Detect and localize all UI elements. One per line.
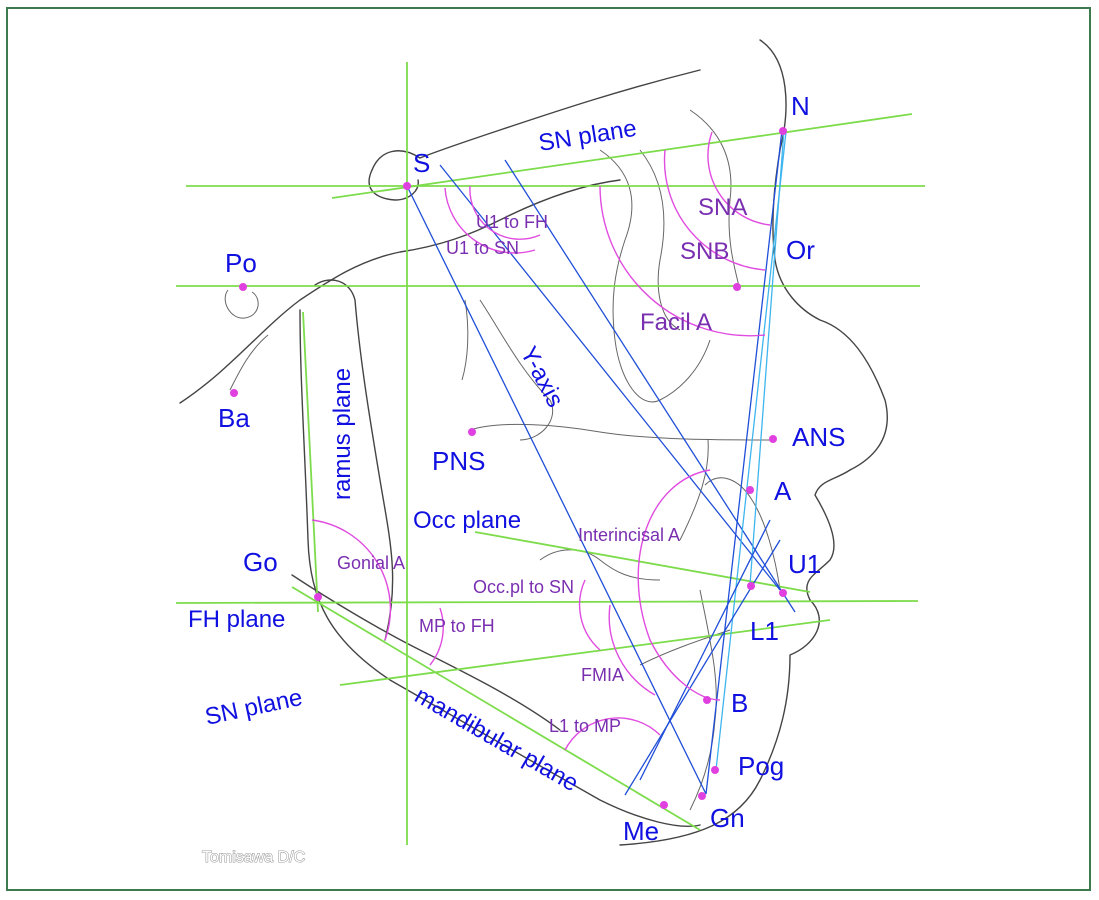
point-go bbox=[314, 593, 322, 601]
label-po: Po bbox=[225, 248, 257, 278]
mp-fh-arc bbox=[429, 607, 444, 666]
point-u1 bbox=[779, 589, 787, 597]
u1-fh-arc bbox=[444, 187, 536, 254]
sna-arc bbox=[707, 131, 771, 226]
point-pog bbox=[711, 766, 719, 774]
y-axis-line bbox=[406, 185, 707, 795]
ramus-plane-line bbox=[302, 311, 319, 613]
label-mp-to-fh: MP to FH bbox=[419, 616, 495, 636]
label-snb: SNB bbox=[680, 238, 729, 265]
mandibular-plane-line bbox=[291, 586, 701, 831]
label-a: A bbox=[774, 476, 792, 506]
snb-arc bbox=[663, 149, 766, 271]
label-occ-plane: Occ plane bbox=[413, 507, 521, 534]
credit-text: Tomisawa D/C bbox=[202, 849, 305, 866]
point-s bbox=[403, 182, 411, 190]
point-ans bbox=[769, 435, 777, 443]
u1-axis-line bbox=[504, 159, 796, 613]
sn-plane-top-line bbox=[331, 113, 913, 199]
label-l1-to-mp: L1 to MP bbox=[549, 716, 621, 736]
angle-labels: U1 to FH U1 to SN SNA SNB Facil A Interi… bbox=[337, 194, 747, 736]
measurement-lines bbox=[406, 129, 796, 796]
l1-incisor-line bbox=[639, 519, 771, 781]
fh-plane-line bbox=[175, 600, 919, 604]
point-pns bbox=[468, 428, 476, 436]
label-ba: Ba bbox=[218, 403, 250, 433]
label-fh-plane: FH plane bbox=[188, 606, 285, 633]
point-or bbox=[733, 283, 741, 291]
skull-outline bbox=[179, 39, 888, 846]
label-sn-plane-top: SN plane bbox=[537, 115, 639, 157]
label-sna: SNA bbox=[698, 194, 747, 221]
label-sn-plane-bottom: SN plane bbox=[203, 684, 305, 731]
sn-plane-bottom-line bbox=[339, 619, 831, 686]
gonial-arc bbox=[311, 519, 392, 641]
label-u1-to-sn: U1 to SN bbox=[446, 238, 519, 258]
label-go: Go bbox=[243, 547, 278, 577]
label-b: B bbox=[731, 688, 748, 718]
label-n: N bbox=[791, 91, 810, 121]
facial-line bbox=[705, 129, 783, 795]
reference-lines bbox=[175, 62, 925, 845]
point-po bbox=[239, 283, 247, 291]
label-gonial: Gonial A bbox=[337, 553, 405, 573]
label-mandibular-plane: mandibular plane bbox=[410, 682, 583, 797]
landmark-points bbox=[230, 127, 787, 809]
label-interincisal: Interincisal A bbox=[578, 525, 680, 545]
point-ba bbox=[230, 389, 238, 397]
facial-arc bbox=[599, 185, 766, 337]
point-l1 bbox=[747, 582, 755, 590]
label-pog: Pog bbox=[738, 751, 784, 781]
occ-sn-arc bbox=[578, 579, 601, 651]
u1-incisor-line bbox=[439, 164, 781, 591]
interincisal-arc bbox=[637, 469, 721, 701]
label-u1: U1 bbox=[788, 549, 821, 579]
point-gn bbox=[698, 792, 706, 800]
label-gn: Gn bbox=[710, 803, 745, 833]
point-n bbox=[779, 127, 787, 135]
label-ramus-plane: ramus plane bbox=[329, 368, 356, 500]
label-or: Or bbox=[786, 235, 815, 265]
label-me: Me bbox=[623, 816, 659, 846]
label-s: S bbox=[413, 148, 430, 178]
nb-line bbox=[715, 131, 787, 771]
label-ans: ANS bbox=[792, 422, 845, 452]
l1-axis-line bbox=[624, 539, 781, 796]
figure-frame bbox=[6, 7, 1091, 891]
point-a bbox=[746, 486, 754, 494]
label-y-axis: Y-axis bbox=[515, 342, 569, 412]
point-me bbox=[660, 801, 668, 809]
plane-labels: SN plane SN plane FH plane Occ plane ram… bbox=[188, 115, 638, 797]
point-b bbox=[703, 696, 711, 704]
l1-mp-arc bbox=[564, 717, 661, 751]
label-u1-to-fh: U1 to FH bbox=[476, 212, 548, 232]
label-pns: PNS bbox=[432, 446, 485, 476]
label-occ-to-sn: Occ.pl to SN bbox=[473, 577, 574, 597]
fmia-arc bbox=[608, 604, 656, 696]
label-l1: L1 bbox=[750, 616, 779, 646]
label-fmia: FMIA bbox=[581, 665, 624, 685]
angle-arcs bbox=[311, 131, 771, 751]
landmark-labels: N S Po Or Ba PNS ANS A U1 L1 Go B Pog Gn… bbox=[218, 91, 845, 846]
u1-sn-arc bbox=[469, 185, 541, 240]
label-facial-angle: Facil A bbox=[640, 309, 712, 336]
